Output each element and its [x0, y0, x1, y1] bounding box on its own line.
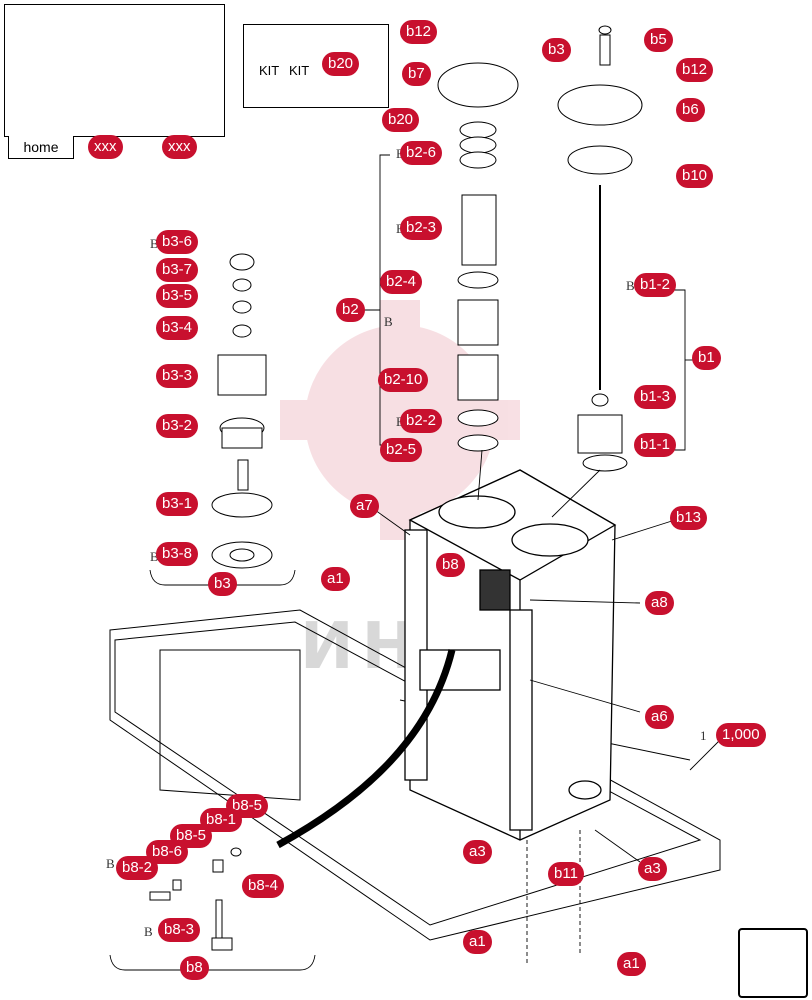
callout-a6[interactable]: a6	[645, 705, 674, 729]
callout-b3-1[interactable]: b3-1	[156, 492, 199, 516]
callout-b6[interactable]: b6	[676, 98, 705, 122]
hydraulic-tank	[404, 469, 617, 841]
callout-b12[interactable]: b12	[400, 20, 438, 44]
callout-xxx[interactable]: xxx	[88, 135, 123, 159]
callout-b2-5[interactable]: b2-5	[380, 438, 423, 462]
tank-cover-parts	[437, 25, 643, 472]
callout-a3[interactable]: a3	[463, 840, 492, 864]
callout-b3-4[interactable]: b3-4	[156, 316, 199, 340]
callout-a3[interactable]: a3	[638, 857, 667, 881]
callout-xxx[interactable]: xxx	[162, 135, 197, 159]
callout-b3-6[interactable]: b3-6	[156, 230, 199, 254]
callout-b3[interactable]: b3	[542, 38, 571, 62]
callout-a8[interactable]: a8	[645, 591, 674, 615]
callout-b3-5[interactable]: b3-5	[156, 284, 199, 308]
callout-b1-2[interactable]: b1-2	[634, 273, 677, 297]
callout-b8-group[interactable]: b8	[180, 956, 209, 980]
kit-label-right: KIT	[289, 63, 310, 78]
callout-b3-7[interactable]: b3-7	[156, 258, 199, 282]
callout-b3-group[interactable]: b3	[208, 572, 237, 596]
callout-b8-3[interactable]: b8-3	[158, 918, 201, 942]
callout-b11[interactable]: b11	[548, 862, 584, 886]
b8-assembly-parts	[149, 847, 242, 951]
ref-label: B	[150, 549, 159, 564]
callout-b10[interactable]: b10	[676, 164, 714, 188]
callout-b8-6[interactable]: b8-6	[146, 840, 189, 864]
callout-b3-3[interactable]: b3-3	[156, 364, 199, 388]
callout-b20[interactable]: b20	[322, 52, 360, 76]
callout-b3-2[interactable]: b3-2	[156, 414, 199, 438]
callout-b5[interactable]: b5	[644, 28, 673, 52]
next-page-arrow-icon[interactable]	[738, 928, 808, 998]
callout-b8[interactable]: b8	[436, 553, 465, 577]
callout-b8-4[interactable]: b8-4	[242, 874, 285, 898]
callout-b2-3[interactable]: b2-3	[400, 216, 443, 240]
ref-label: B	[626, 278, 635, 293]
callout-a1[interactable]: a1	[617, 952, 646, 976]
callout-b3-8[interactable]: b3-8	[156, 542, 199, 566]
callout-b20[interactable]: b20	[382, 108, 420, 132]
callout-b8-2[interactable]: b8-2	[116, 856, 159, 880]
callout-b1-3[interactable]: b1-3	[634, 385, 677, 409]
callout-b1[interactable]: b1	[692, 346, 721, 370]
callout-b8-5[interactable]: b8-5	[170, 824, 213, 848]
callout-b7[interactable]: b7	[402, 62, 431, 86]
callout-b13[interactable]: b13	[670, 506, 708, 530]
drain-hose	[276, 649, 456, 849]
ref-label: B	[144, 924, 153, 939]
callout-b2-6[interactable]: b2-6	[400, 141, 443, 165]
callout-b1-1[interactable]: b1-1	[634, 433, 677, 457]
callout-b2-4[interactable]: b2-4	[380, 270, 423, 294]
ref-label: 1	[700, 728, 707, 743]
callout-b2[interactable]: b2	[336, 298, 365, 322]
callout-a7[interactable]: a7	[350, 494, 379, 518]
callout-b12[interactable]: b12	[676, 58, 714, 82]
ref-label: B	[384, 314, 393, 329]
callout-a1[interactable]: a1	[321, 567, 350, 591]
ref-label: B	[106, 856, 115, 871]
callout-a1[interactable]: a1	[463, 930, 492, 954]
kit-label-left: KIT	[259, 63, 280, 78]
callout-b2-2[interactable]: b2-2	[400, 409, 443, 433]
kit-box[interactable]: KIT KIT	[243, 24, 389, 108]
home-button[interactable]: home	[8, 136, 74, 159]
callout-b2-10[interactable]: b2-10	[378, 368, 429, 392]
ref-label: B	[150, 236, 159, 251]
callout-1000[interactable]: 1,000	[716, 723, 766, 747]
b3-assembly-parts	[211, 253, 273, 569]
excavator-thumbnail[interactable]	[4, 4, 225, 137]
